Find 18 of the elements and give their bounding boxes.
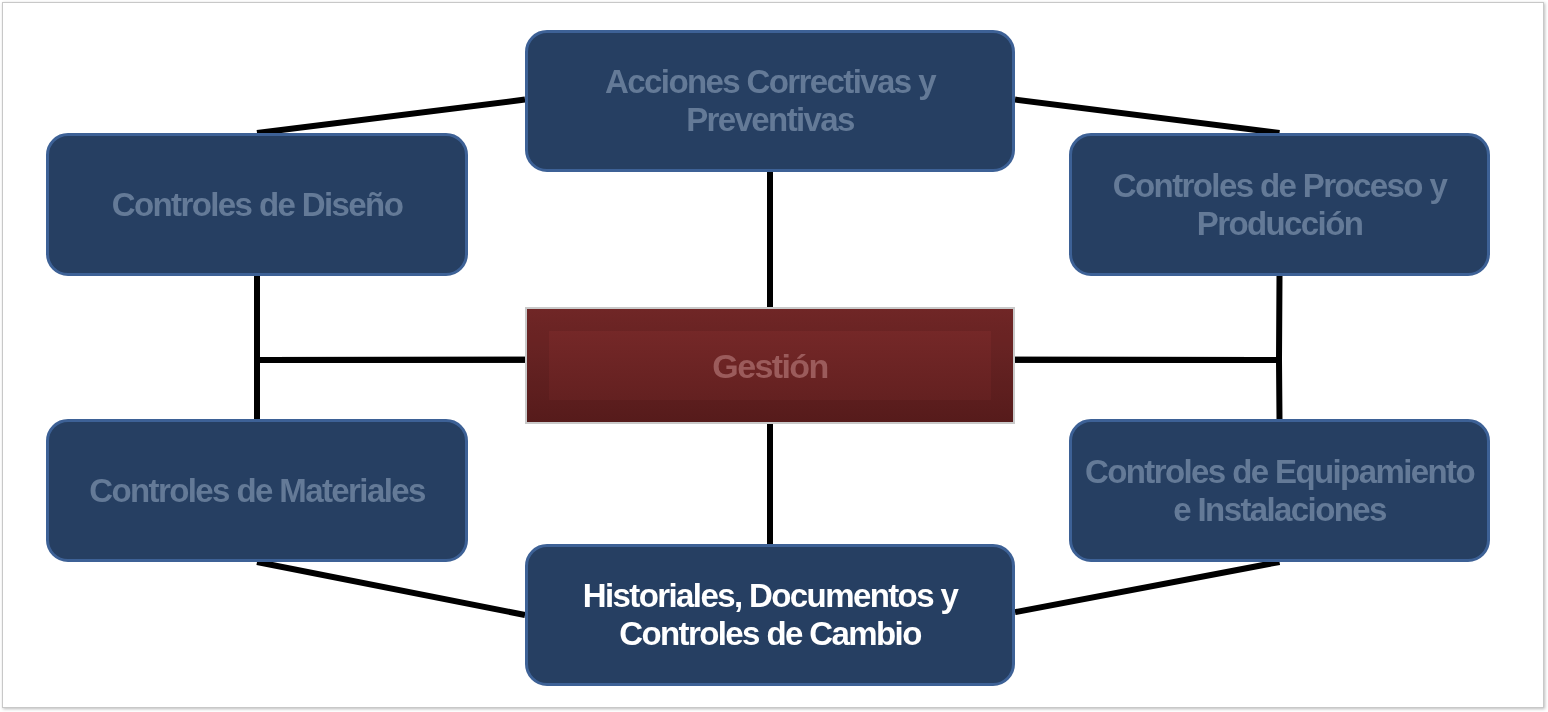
process-box [46,419,468,562]
process-box [525,30,1015,172]
box-label: Controles de Proceso y Producción [1111,166,1448,243]
process-box [1069,419,1490,562]
central-box [525,307,1015,424]
connector-line [1015,356,1283,420]
connector-line [767,172,773,307]
process-box [1069,133,1490,276]
box-label: Controles de Equipamiento e Instalaciones [1083,452,1476,529]
box-label: Historiales, Documentos y Controles de Cambio [581,577,959,653]
connector-line [254,356,525,419]
box-label: Controles de Materiales [88,471,426,510]
process-box [525,544,1015,686]
box-label: Acciones Correctivas y Preventivas [604,63,937,139]
box-label: Gestión [711,346,829,385]
process-box [46,133,468,276]
connector-line [767,424,773,544]
box-label: Controles de Diseño [110,185,404,224]
